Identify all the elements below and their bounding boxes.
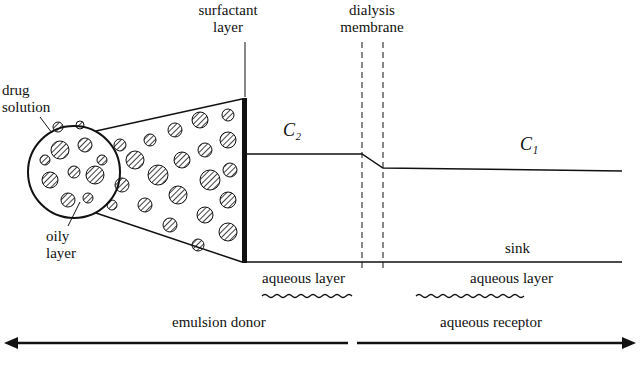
drug-droplet <box>198 143 212 157</box>
drug-droplet <box>192 239 204 251</box>
drug-droplet <box>219 223 237 241</box>
concentration-symbol: C₁ <box>520 136 538 153</box>
drug-droplet <box>115 178 129 192</box>
emulsion-droplet <box>28 126 120 218</box>
drug-droplet <box>148 165 168 185</box>
water-wave <box>416 295 524 298</box>
membrane-line <box>362 42 363 270</box>
leader-line <box>245 42 246 97</box>
drug-droplet <box>197 207 213 223</box>
part-label: dialysis membrane <box>332 2 412 36</box>
drug-droplet <box>163 218 177 232</box>
drug-droplet <box>220 192 236 208</box>
drug-droplet <box>168 123 182 137</box>
surfactant-bar <box>242 98 247 263</box>
part-label: oily layer <box>46 228 86 262</box>
sink-line <box>247 261 622 263</box>
region-label: emulsion donor <box>172 314 266 331</box>
drug-droplet <box>53 122 63 132</box>
water-wave <box>262 295 352 298</box>
leader-line <box>40 117 52 133</box>
drug-droplet <box>61 193 75 207</box>
arrowhead <box>622 337 636 349</box>
drug-droplet <box>78 138 92 152</box>
drug-droplet <box>86 166 104 184</box>
drug-droplet <box>220 132 236 148</box>
drug-droplet <box>114 139 126 151</box>
wedge-edge <box>96 213 242 262</box>
drug-droplet <box>223 163 237 177</box>
drug-droplet <box>126 151 144 169</box>
drug-droplet <box>174 152 190 168</box>
region-label: aqueous layer <box>262 270 345 287</box>
drug-droplet <box>222 109 234 121</box>
donor-arrow <box>12 342 348 345</box>
region-label: aqueous receptor <box>440 314 542 331</box>
part-label: surfactant layer <box>188 2 268 36</box>
drug-droplet <box>76 121 84 129</box>
drug-droplet <box>42 172 58 188</box>
receptor-arrow <box>357 342 628 345</box>
concentration-profile <box>247 154 622 171</box>
part-label: sink <box>505 240 530 257</box>
drug-droplet <box>40 155 50 165</box>
drug-droplet <box>97 155 107 165</box>
drug-droplet <box>51 141 69 159</box>
drug-droplet <box>144 134 156 146</box>
drug-droplet <box>107 200 117 210</box>
membrane-line <box>383 42 384 270</box>
drug-droplet <box>200 170 220 190</box>
drug-droplet <box>83 193 93 203</box>
arrowhead <box>4 337 18 349</box>
drug-droplet <box>169 186 187 204</box>
region-label: aqueous layer <box>470 270 553 287</box>
drug-droplet <box>192 112 208 128</box>
part-label: drug solution <box>2 82 62 116</box>
concentration-symbol: C₂ <box>283 122 301 139</box>
drug-droplet <box>68 166 80 178</box>
drug-droplet <box>138 198 152 212</box>
